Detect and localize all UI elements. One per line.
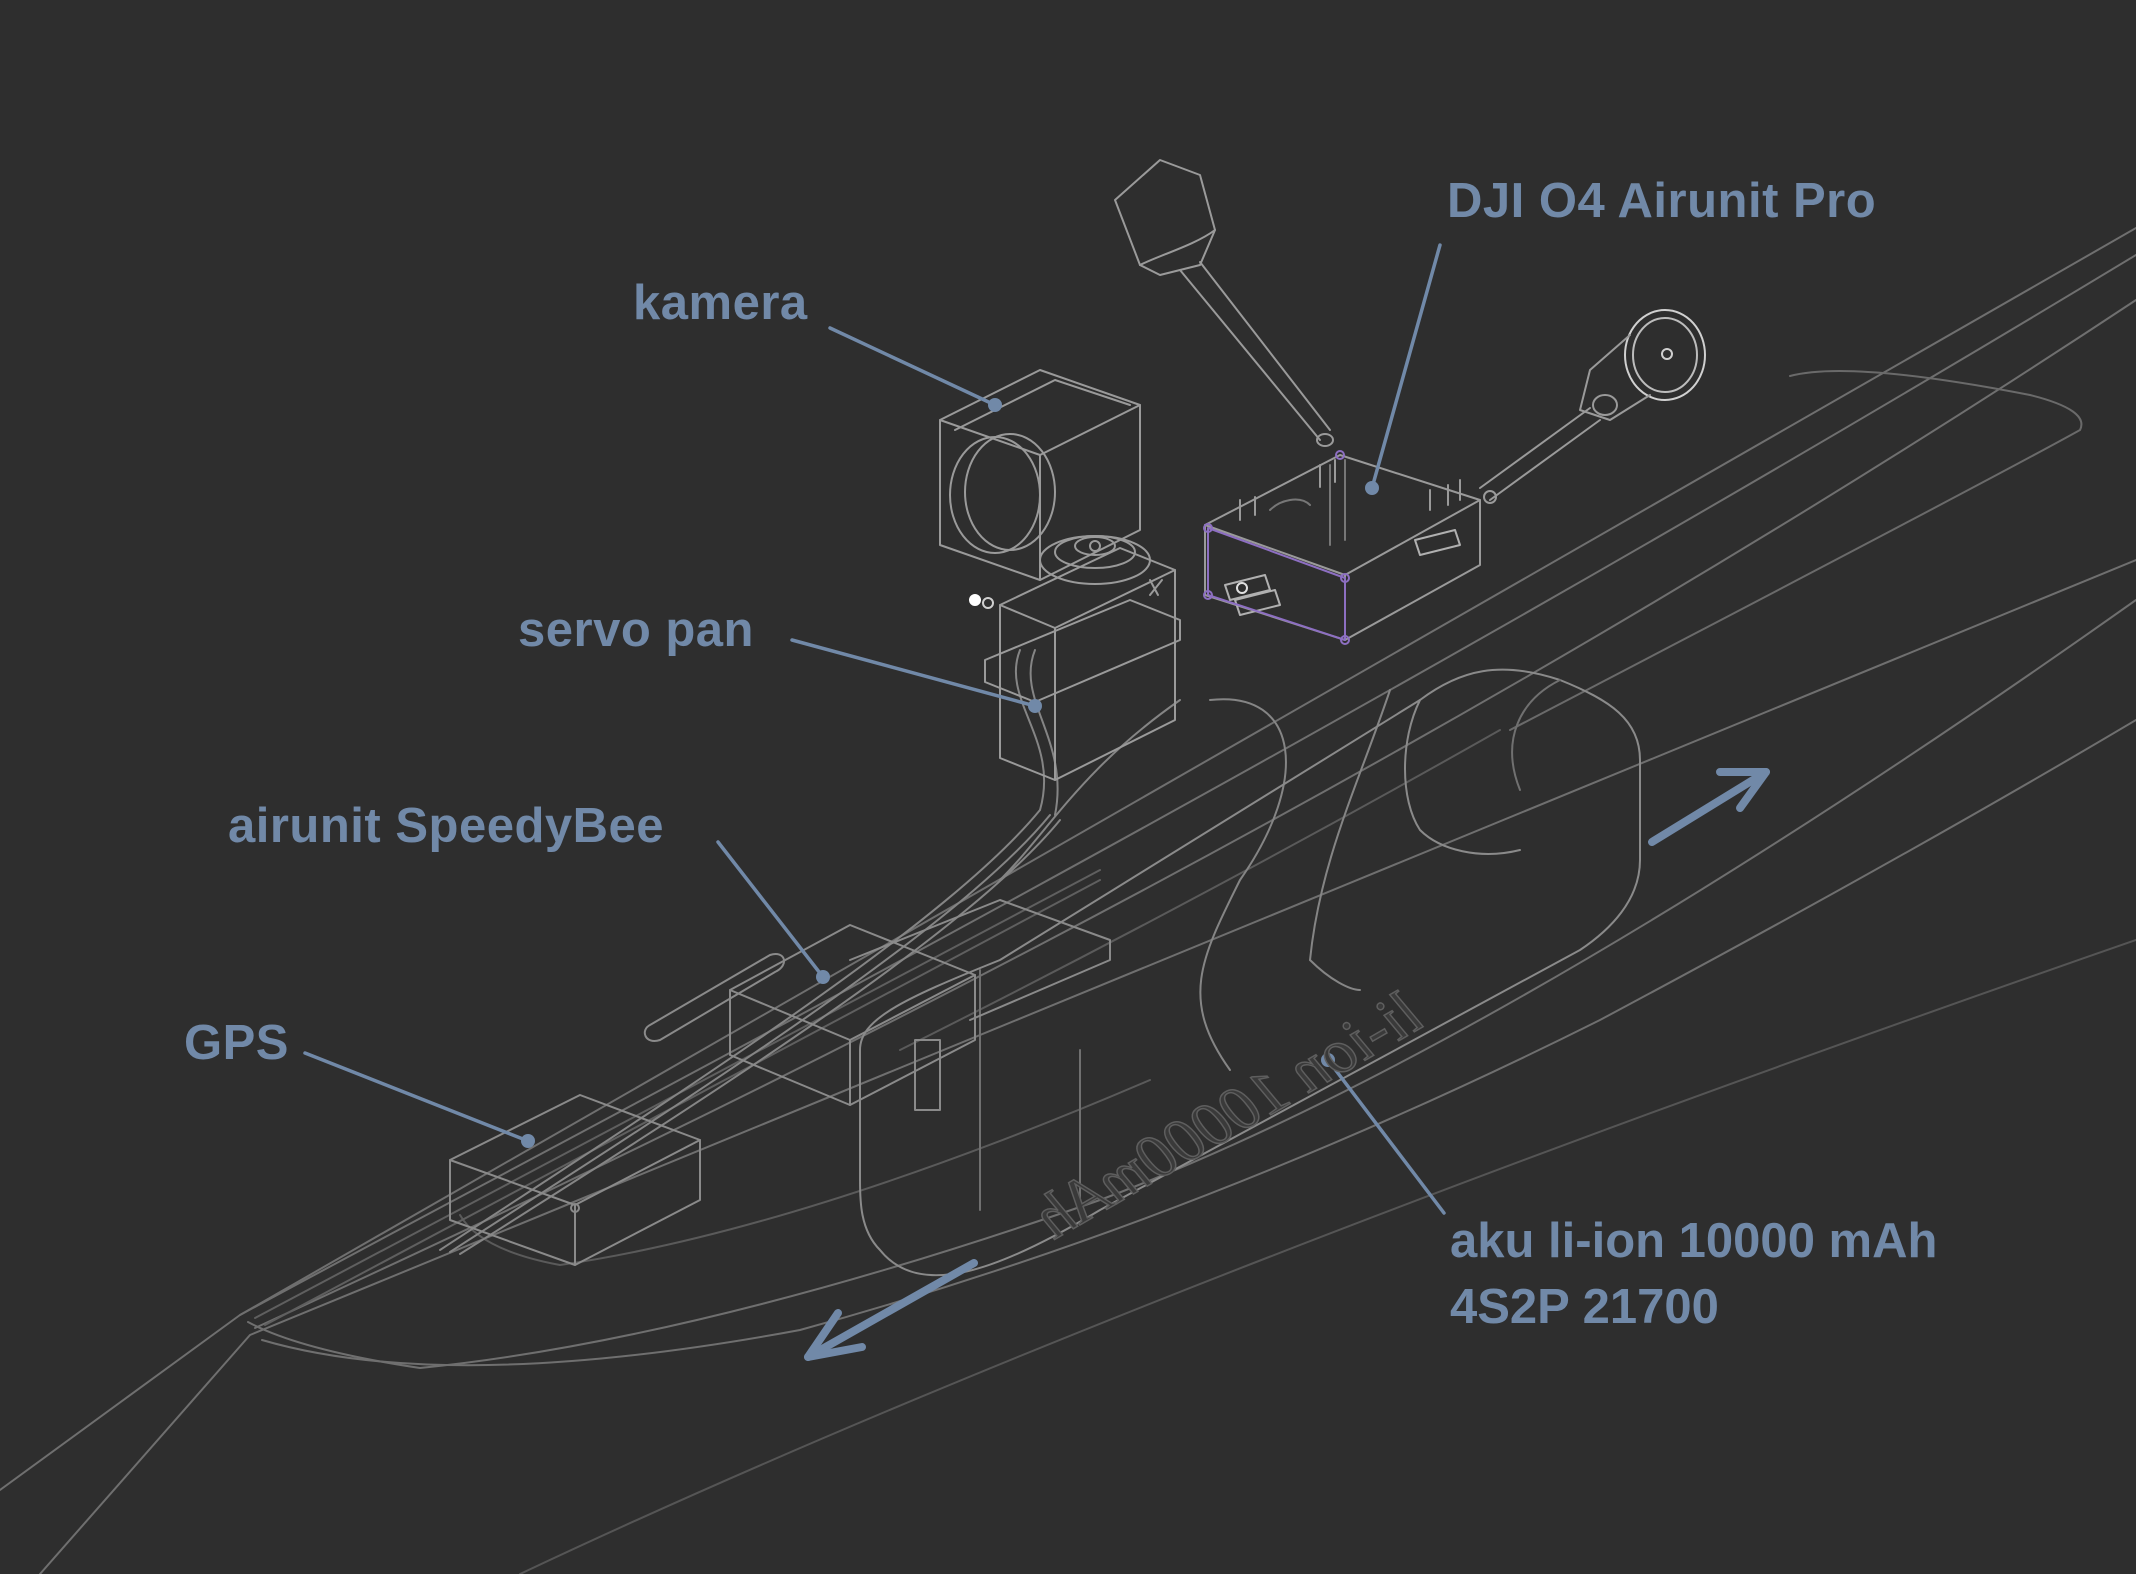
label-airunit-speedybee: airunit SpeedyBee	[228, 799, 665, 853]
arrow-forward-icon	[1648, 768, 1770, 846]
antenna-right	[1479, 309, 1706, 504]
leader-dots	[521, 398, 1379, 1148]
dji-airunit	[1203, 450, 1481, 645]
camera	[939, 369, 1141, 581]
label-battery-line2: 4S2P 21700	[1450, 1280, 1719, 1334]
gps-box	[449, 1094, 701, 1266]
battery-pack	[859, 668, 1641, 1277]
fuselage-outline	[0, 227, 2136, 1574]
arrow-backward-icon	[804, 1259, 978, 1361]
servo-pan	[969, 535, 1181, 781]
label-dji-airunit: DJI O4 Airunit Pro	[1447, 174, 1877, 228]
leader-lines	[303, 243, 1446, 1215]
label-kamera: kamera	[633, 276, 808, 330]
label-battery-line1: aku li-ion 10000 mAh	[1450, 1214, 1938, 1268]
label-gps: GPS	[184, 1016, 289, 1070]
label-servo-pan: servo pan	[518, 603, 754, 657]
label-battery: aku li-ion 10000 mAh 4S2P 21700	[1450, 1208, 1937, 1340]
battery-engraving: li-ion 10000mAh	[1024, 976, 1434, 1253]
cable-loom	[439, 649, 1391, 1255]
antenna-left	[1114, 159, 1334, 447]
speedybee-unit	[643, 899, 1111, 1111]
